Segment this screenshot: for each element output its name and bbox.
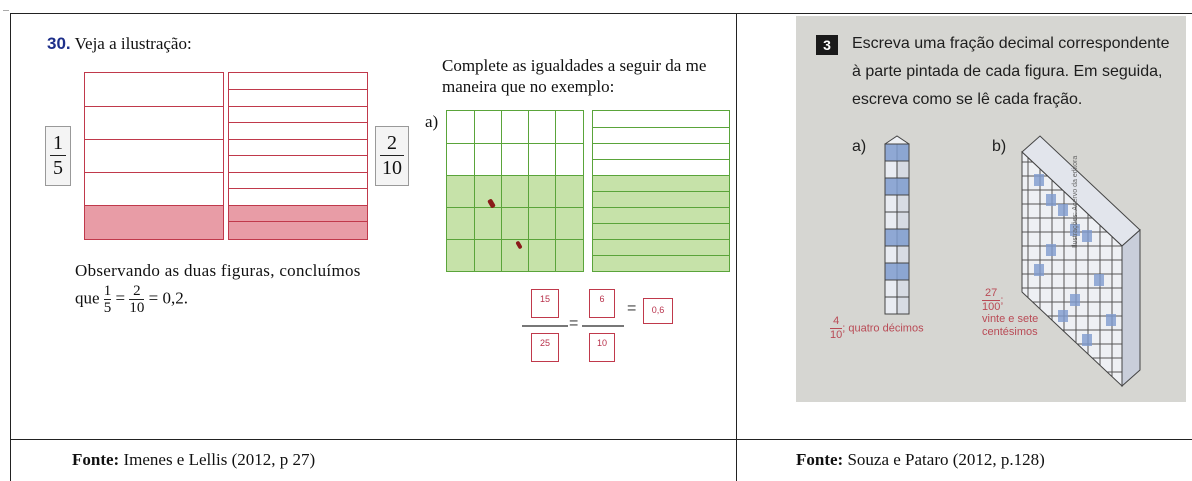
grid-10-parts bbox=[592, 110, 730, 272]
answer-decimal: 0,6 bbox=[643, 298, 673, 324]
item-b-label: b) bbox=[992, 138, 1007, 155]
source-right: Fonte: Souza e Pataro (2012, p.128) bbox=[796, 450, 1045, 469]
table-left-border bbox=[10, 13, 11, 481]
question-number: 30. bbox=[47, 34, 71, 53]
grid-25-parts bbox=[446, 110, 584, 272]
cube-plate bbox=[1021, 135, 1141, 388]
cube-column bbox=[884, 135, 910, 315]
shaded-part bbox=[229, 206, 367, 239]
fraction-denominator: 10 bbox=[382, 157, 402, 179]
instruction-line-2: à parte pintada de cada figura. Em segui… bbox=[852, 63, 1163, 80]
shaded-part bbox=[447, 175, 583, 271]
fraction-numerator: 1 bbox=[53, 132, 63, 154]
answer-denominator-1: 25 bbox=[531, 333, 559, 362]
observation-line-1: Observando as duas figuras, concluímos bbox=[75, 261, 361, 280]
strip-tenths bbox=[228, 72, 368, 240]
table-top-border bbox=[10, 13, 1192, 14]
equals-sign-1: = bbox=[569, 315, 579, 332]
fraction-bar-1 bbox=[522, 325, 568, 327]
fraction-denominator: 5 bbox=[53, 157, 63, 179]
fraction-box-left: 1 5 bbox=[45, 126, 71, 186]
answer-numerator-1: 15 bbox=[531, 289, 559, 318]
corner-tick bbox=[3, 10, 9, 11]
fraction-bar-2 bbox=[582, 325, 624, 327]
strip-fifths bbox=[84, 72, 224, 240]
table-column-divider bbox=[736, 13, 737, 481]
complete-instruction-2: maneira que no exemplo: bbox=[442, 77, 615, 96]
question-badge: 3 bbox=[816, 35, 838, 55]
question-heading: 30. Veja a ilustração: bbox=[47, 34, 192, 54]
instruction-line-3: escreva como se lê cada fração. bbox=[852, 91, 1083, 108]
equals-sign-2: = bbox=[627, 300, 637, 317]
instruction-line-1: Escreva uma fração decimal correspondent… bbox=[852, 35, 1170, 52]
table-row-divider bbox=[10, 439, 1192, 440]
fraction-numerator: 2 bbox=[387, 132, 397, 154]
complete-instruction-1: Complete as igualdades a seguir da me bbox=[442, 56, 707, 75]
fraction-box-right: 2 10 bbox=[375, 126, 409, 186]
question-title: Veja a ilustração: bbox=[74, 34, 192, 53]
source-left: Fonte: Imenes e Lellis (2012, p 27) bbox=[72, 450, 316, 469]
shaded-part bbox=[85, 206, 223, 239]
answer-denominator-2: 10 bbox=[589, 333, 615, 362]
item-a-label: a) bbox=[425, 112, 439, 131]
side-credit: Ilustrações: Acervo da editora bbox=[1072, 155, 1079, 248]
answer-numerator-2: 6 bbox=[589, 289, 615, 318]
item-a-label: a) bbox=[852, 138, 867, 155]
textbook-photo: 3 Escreva uma fração decimal corresponde… bbox=[796, 16, 1186, 402]
